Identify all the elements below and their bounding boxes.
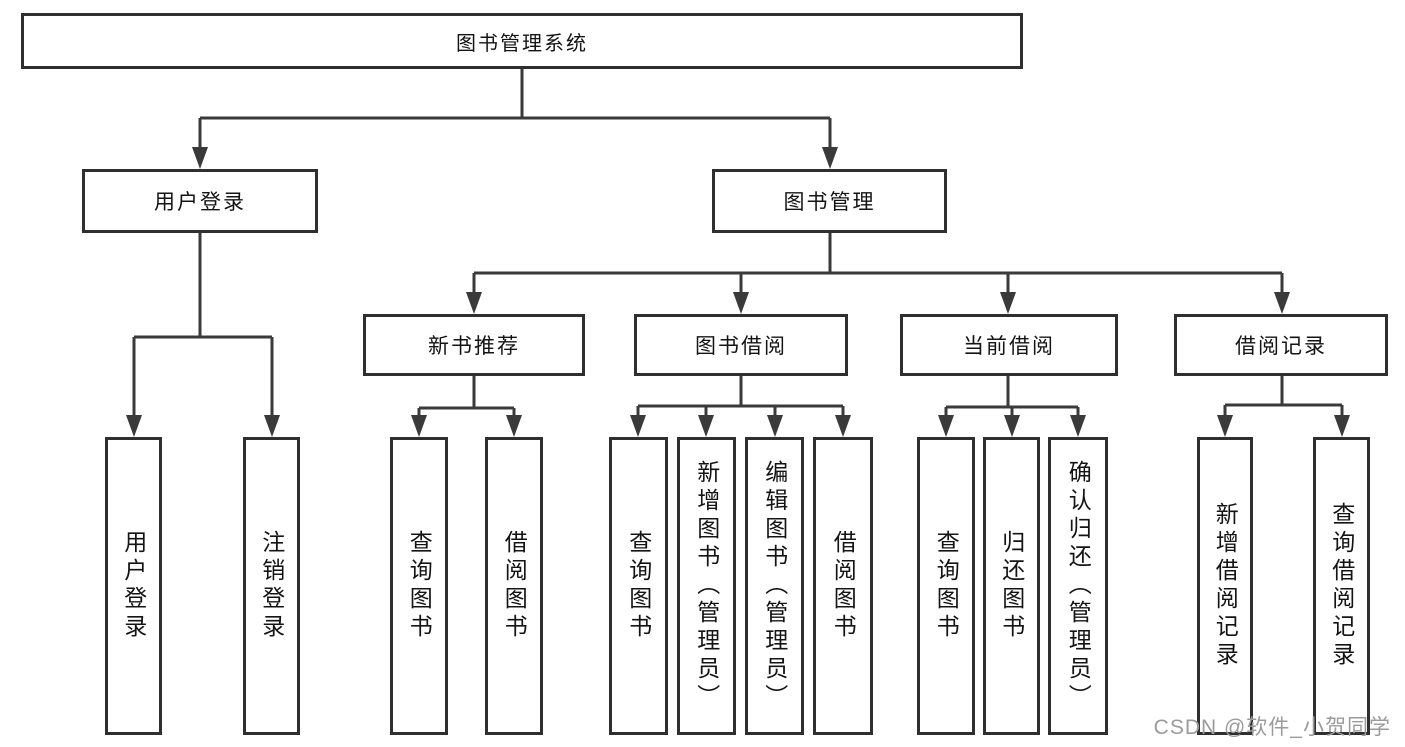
node-borrowing-records: 借阅记录 <box>1174 314 1388 376</box>
leaf-edit-book-admin-label: 编辑图书（管理员） <box>761 460 788 712</box>
root-node-label: 图书管理系统 <box>456 32 588 55</box>
node-book-management: 图书管理 <box>712 169 947 233</box>
root-node-library-management-system: 图书管理系统 <box>21 13 1023 69</box>
leaf-borrow-book-label: 借阅图书 <box>830 530 857 642</box>
leaf-user-login-label: 用户登录 <box>120 530 147 642</box>
leaf-return-book-label: 归还图书 <box>998 530 1025 642</box>
leaf-logout-label: 注销登录 <box>258 530 285 642</box>
leaf-add-borrow-record: 新增借阅记录 <box>1197 437 1253 735</box>
leaf-query-book-recommend-label: 查询图书 <box>406 530 433 642</box>
node-new-book-recommendation-label: 新书推荐 <box>428 335 520 358</box>
csdn-watermark: CSDN @软件_小贺同学 <box>1153 716 1391 739</box>
leaf-query-book-current: 查询图书 <box>917 437 975 735</box>
leaf-query-borrow-record: 查询借阅记录 <box>1313 437 1370 735</box>
leaf-query-book-borrowing: 查询图书 <box>609 437 668 735</box>
leaf-borrow-book-recommend-label: 借阅图书 <box>501 530 528 642</box>
node-user-login-label: 用户登录 <box>154 191 246 214</box>
leaf-borrow-book: 借阅图书 <box>813 437 873 735</box>
leaf-edit-book-admin: 编辑图书（管理员） <box>745 437 804 735</box>
node-book-borrowing-label: 图书借阅 <box>695 335 787 358</box>
node-current-borrowing: 当前借阅 <box>900 314 1118 376</box>
leaf-query-borrow-record-label: 查询借阅记录 <box>1328 502 1355 670</box>
leaf-add-book-admin: 新增图书（管理员） <box>677 437 736 735</box>
node-book-management-label: 图书管理 <box>783 191 876 214</box>
leaf-borrow-book-recommend: 借阅图书 <box>485 437 543 735</box>
leaf-confirm-return-admin: 确认归还（管理员） <box>1048 437 1108 735</box>
node-new-book-recommendation: 新书推荐 <box>363 314 585 376</box>
node-book-borrowing: 图书借阅 <box>634 314 848 376</box>
leaf-return-book: 归还图书 <box>983 437 1040 735</box>
leaf-confirm-return-admin-label: 确认归还（管理员） <box>1065 460 1092 712</box>
leaf-user-login: 用户登录 <box>105 437 162 735</box>
leaf-add-book-admin-label: 新增图书（管理员） <box>693 460 720 712</box>
leaf-query-book-current-label: 查询图书 <box>933 530 960 642</box>
leaf-query-book-borrowing-label: 查询图书 <box>625 530 652 642</box>
leaf-add-borrow-record-label: 新增借阅记录 <box>1212 502 1239 670</box>
node-borrowing-records-label: 借阅记录 <box>1235 335 1327 358</box>
leaf-logout: 注销登录 <box>243 437 300 735</box>
node-user-login: 用户登录 <box>82 169 318 233</box>
node-current-borrowing-label: 当前借阅 <box>963 335 1055 358</box>
leaf-query-book-recommend: 查询图书 <box>390 437 448 735</box>
